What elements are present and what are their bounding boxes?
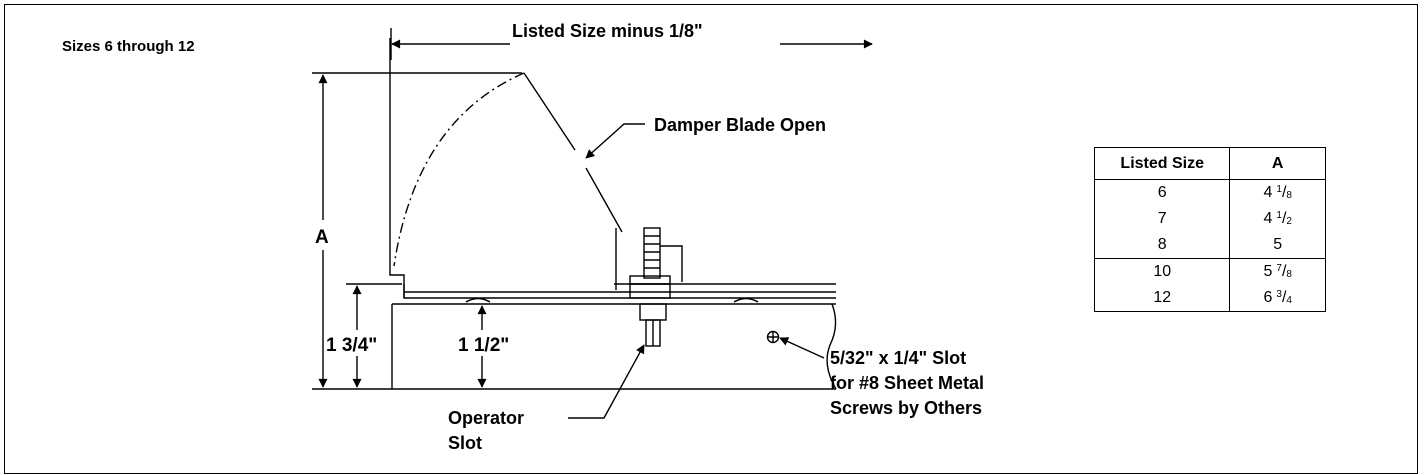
a-whole: 6 <box>1263 289 1273 306</box>
damper-blade-open-label: Damper Blade Open <box>654 115 826 135</box>
cell-a: 5 <box>1229 232 1326 259</box>
slot-label-line1: 5/32" x 1/4" Slot <box>830 348 966 368</box>
dim-1-1-2-label: 1 1/2" <box>458 335 509 356</box>
cell-size: 7 <box>1093 206 1231 232</box>
cell-size: 6 <box>1093 179 1231 206</box>
operator-bracket <box>660 245 683 282</box>
operator-slot-leader <box>568 344 645 419</box>
header-listed-size: Listed Size <box>1093 147 1231 180</box>
a-whole: 4 <box>1263 210 1273 227</box>
table-row: 8 5 <box>1093 232 1326 259</box>
operator-slot-label-line2: Slot <box>448 433 482 453</box>
operator-nut-upper <box>629 275 671 285</box>
damper-blade-leader <box>585 123 645 159</box>
duct-break-line <box>826 303 837 390</box>
slot-label-line2: for #8 Sheet Metal <box>830 373 984 393</box>
a-whole: 5 <box>1273 236 1283 253</box>
blade-swing-arc <box>393 72 525 267</box>
dim-1-3-4-label: 1 3/4" <box>326 335 377 356</box>
listed-size-minus-label: Listed Size minus 1/8" <box>512 21 703 41</box>
header-a: A <box>1229 147 1326 180</box>
slot-leader <box>779 337 825 359</box>
rail-clip-right <box>733 297 759 303</box>
a-whole: 4 <box>1263 184 1273 201</box>
operator-shaft <box>639 303 667 321</box>
a-whole: 5 <box>1263 263 1273 280</box>
operator-screw-threads <box>644 235 660 269</box>
operator-slot-label-line1: Operator <box>448 408 524 428</box>
a-fraction: 3/4 <box>1276 289 1292 306</box>
cell-size: 8 <box>1093 232 1231 259</box>
operator-screw-body <box>643 227 661 279</box>
operator-nut-lower <box>629 283 671 299</box>
slot-label-line3: Screws by Others <box>830 398 982 418</box>
mounting-rail <box>403 283 836 299</box>
sizes-range-label: Sizes 6 through 12 <box>62 38 195 55</box>
blade-top-edge <box>523 72 576 151</box>
cell-size: 10 <box>1093 258 1231 285</box>
rail-clip-left <box>465 297 491 303</box>
a-fraction: 1/8 <box>1276 184 1292 201</box>
blade-right-edge <box>585 167 623 233</box>
a-fraction: 1/2 <box>1276 210 1292 227</box>
a-fraction: 7/8 <box>1276 263 1292 280</box>
dim-a-label: A <box>315 227 329 248</box>
cell-size: 12 <box>1093 285 1231 312</box>
screw-hole-cross <box>767 331 779 343</box>
